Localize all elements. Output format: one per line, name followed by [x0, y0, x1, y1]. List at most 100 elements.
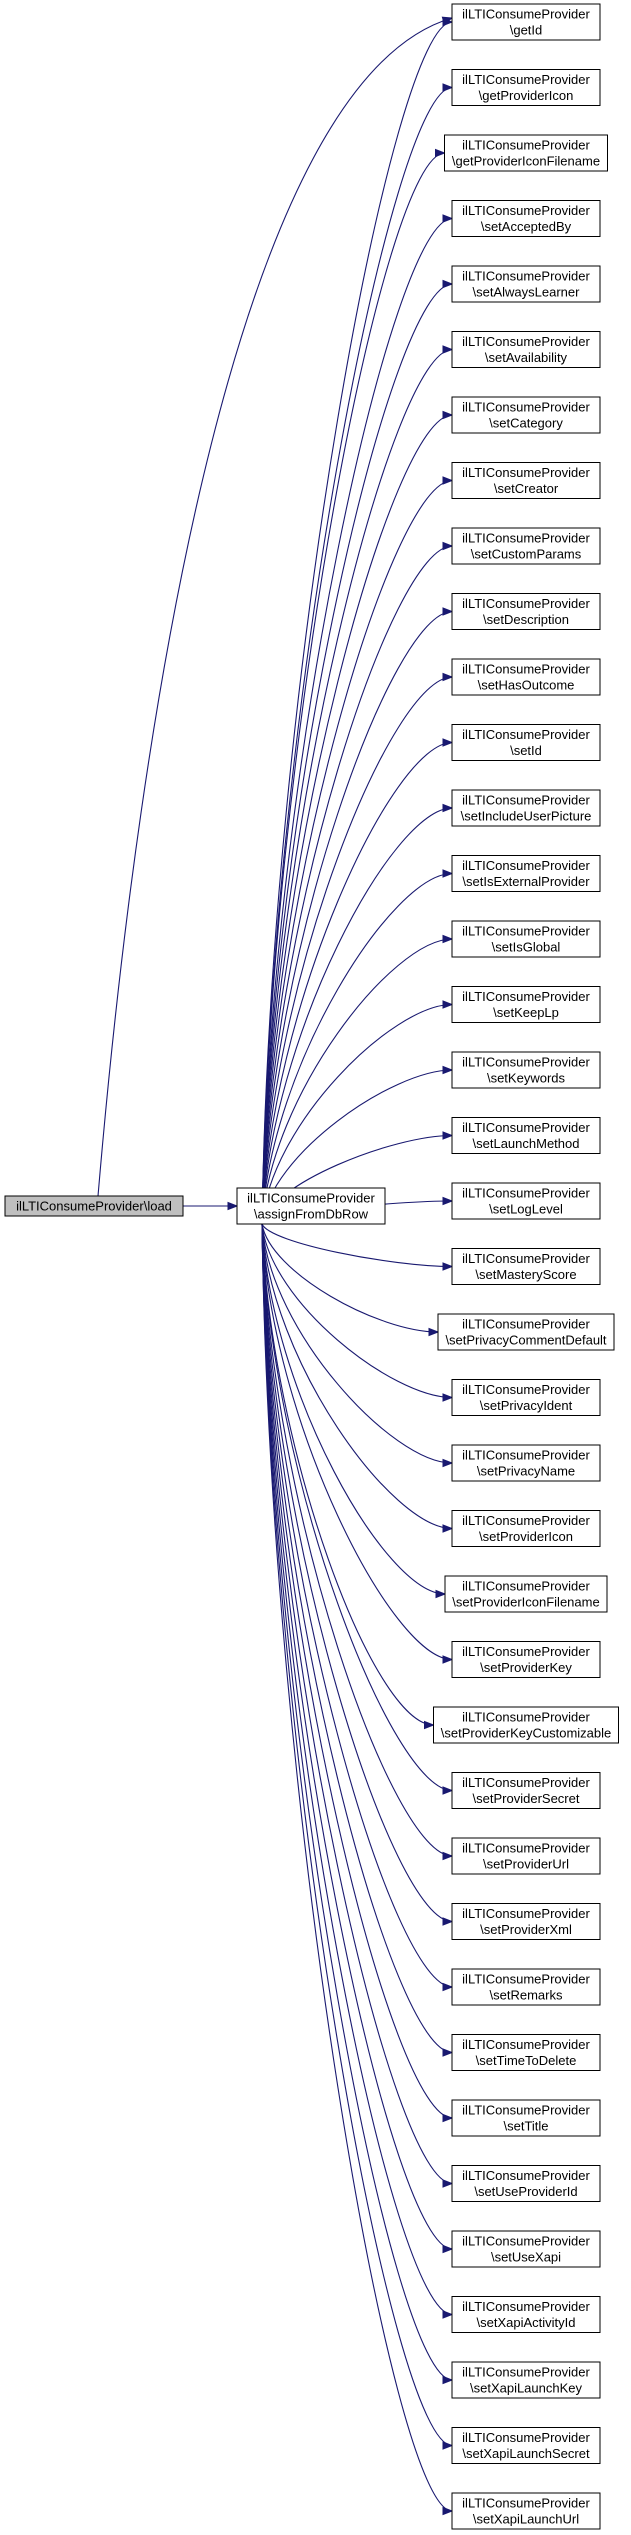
node-get-provider-icon-filename[interactable]: ilLTIConsumeProvider\getProviderIconFile…	[444, 134, 608, 172]
node-set-keywords[interactable]: ilLTIConsumeProvider\setKeywords	[451, 1051, 601, 1089]
node-set-use-provider-id-label-line-2: \setUseProviderId	[474, 2184, 577, 2199]
node-get-id-label-line-1: ilLTIConsumeProvider	[462, 7, 590, 22]
node-set-xapi-launch-secret[interactable]: ilLTIConsumeProvider\setXapiLaunchSecret	[451, 2427, 601, 2464]
edge-assign-from-db-row-to-get-id-arrowhead	[442, 17, 454, 27]
edge-assign-from-db-row-to-set-is-external-provider	[261, 869, 454, 1225]
node-set-xapi-launch-url-box	[451, 2492, 601, 2530]
node-set-provider-key-customizable[interactable]: ilLTIConsumeProvider\setProviderKeyCusto…	[433, 1706, 619, 1744]
node-set-accepted-by[interactable]: ilLTIConsumeProvider\setAcceptedBy	[451, 200, 601, 237]
node-set-id[interactable]: ilLTIConsumeProvider\setId	[451, 724, 601, 761]
edge-assign-from-db-row-to-set-xapi-launch-secret	[261, 1223, 454, 2450]
node-set-category[interactable]: ilLTIConsumeProvider\setCategory	[451, 396, 601, 434]
edge-assign-from-db-row-to-set-privacy-ident-line	[261, 1223, 453, 1399]
node-set-provider-key[interactable]: ilLTIConsumeProvider\setProviderKey	[451, 1641, 601, 1678]
node-get-provider-icon[interactable]: ilLTIConsumeProvider\getProviderIcon	[451, 69, 601, 106]
edge-assign-from-db-row-to-set-id	[261, 738, 454, 1225]
node-set-use-xapi-label-line-2: \setUseXapi	[491, 2250, 561, 2265]
node-set-provider-secret[interactable]: ilLTIConsumeProvider\setProviderSecret	[451, 1772, 601, 1809]
node-set-provider-xml-box	[451, 1903, 601, 1940]
node-set-provider-url-label-line-1: ilLTIConsumeProvider	[462, 1841, 590, 1856]
node-set-launch-method-label-line-1: ilLTIConsumeProvider	[462, 1120, 590, 1135]
edge-assign-from-db-row-to-set-provider-secret-line	[261, 1223, 453, 1792]
node-load-label-line-1: ilLTIConsumeProvider\load	[16, 1199, 172, 1214]
edge-assign-from-db-row-to-set-provider-key-arrowhead	[442, 1655, 454, 1664]
node-set-xapi-launch-secret-label-line-2: \setXapiLaunchSecret	[462, 2446, 590, 2461]
node-set-include-user-picture[interactable]: ilLTIConsumeProvider\setIncludeUserPictu…	[451, 789, 601, 827]
node-set-privacy-comment-default[interactable]: ilLTIConsumeProvider\setPrivacyCommentDe…	[437, 1313, 615, 1351]
node-set-provider-key-customizable-label-line-2: \setProviderKeyCustomizable	[441, 1726, 612, 1741]
edge-assign-from-db-row-to-get-id	[261, 17, 454, 1225]
edge-assign-from-db-row-to-set-provider-key-line	[261, 1223, 453, 1661]
edge-assign-from-db-row-to-set-xapi-activity-id-line	[261, 1223, 453, 2316]
node-set-provider-key-box	[451, 1641, 601, 1678]
node-set-provider-icon-filename[interactable]: ilLTIConsumeProvider\setProviderIconFile…	[444, 1575, 608, 1613]
edge-assign-from-db-row-to-set-use-xapi-line	[261, 1223, 453, 2250]
node-set-privacy-comment-default-label-line-2: \setPrivacyCommentDefault	[445, 1333, 606, 1348]
node-set-availability-label-line-1: ilLTIConsumeProvider	[462, 334, 590, 349]
edge-assign-from-db-row-to-set-provider-icon-filename-line	[261, 1223, 446, 1595]
node-set-remarks-box	[451, 1968, 601, 2006]
node-set-creator-label-line-1: ilLTIConsumeProvider	[462, 465, 590, 480]
edge-assign-from-db-row-to-set-remarks-line	[261, 1223, 453, 1988]
edge-assign-from-db-row-to-set-privacy-name-line	[261, 1223, 453, 1464]
edge-assign-from-db-row-to-set-custom-params	[261, 541, 454, 1225]
node-set-xapi-launch-secret-label-line-1: ilLTIConsumeProvider	[462, 2430, 590, 2445]
node-get-id-label-line-2: \getId	[510, 23, 543, 38]
edge-assign-from-db-row-to-get-provider-icon-arrowhead	[442, 83, 454, 92]
node-set-privacy-name[interactable]: ilLTIConsumeProvider\setPrivacyName	[451, 1444, 601, 1482]
edge-assign-from-db-row-to-set-category	[261, 410, 454, 1225]
edge-assign-from-db-row-to-set-provider-secret	[261, 1223, 454, 1795]
node-set-launch-method[interactable]: ilLTIConsumeProvider\setLaunchMethod	[451, 1117, 601, 1154]
node-set-provider-url[interactable]: ilLTIConsumeProvider\setProviderUrl	[451, 1837, 601, 1875]
node-set-title[interactable]: ilLTIConsumeProvider\setTitle	[451, 2099, 601, 2137]
edge-assign-from-db-row-to-set-use-provider-id-line	[261, 1223, 453, 2185]
edge-assign-from-db-row-to-set-xapi-launch-secret-line	[261, 1223, 453, 2447]
edge-assign-from-db-row-to-set-keywords-arrowhead	[442, 1065, 454, 1075]
edge-assign-from-db-row-to-set-privacy-comment-default	[261, 1223, 440, 1337]
node-set-is-global[interactable]: ilLTIConsumeProvider\setIsGlobal	[451, 920, 601, 958]
node-assign-from-db-row[interactable]: ilLTIConsumeProvider\assignFromDbRow	[236, 1187, 386, 1225]
node-set-provider-key-label-line-2: \setProviderKey	[480, 1660, 572, 1675]
edge-assign-from-db-row-to-set-category-line	[261, 414, 453, 1225]
node-set-use-xapi[interactable]: ilLTIConsumeProvider\setUseXapi	[451, 2230, 601, 2268]
node-set-has-outcome-label-line-1: ilLTIConsumeProvider	[462, 662, 590, 677]
node-set-provider-icon[interactable]: ilLTIConsumeProvider\setProviderIcon	[451, 1510, 601, 1547]
node-set-privacy-ident[interactable]: ilLTIConsumeProvider\setPrivacyIdent	[451, 1379, 601, 1416]
node-set-remarks[interactable]: ilLTIConsumeProvider\setRemarks	[451, 1968, 601, 2006]
node-set-category-box	[451, 396, 601, 434]
edges-layer	[97, 16, 454, 2516]
node-set-always-learner-box	[451, 265, 601, 303]
node-set-availability[interactable]: ilLTIConsumeProvider\setAvailability	[451, 331, 601, 368]
node-set-is-external-provider[interactable]: ilLTIConsumeProvider\setIsExternalProvid…	[451, 855, 601, 892]
node-set-time-to-delete[interactable]: ilLTIConsumeProvider\setTimeToDelete	[451, 2034, 601, 2071]
node-set-keep-lp-box	[451, 986, 601, 1023]
node-set-custom-params[interactable]: ilLTIConsumeProvider\setCustomParams	[451, 527, 601, 565]
node-set-launch-method-box	[451, 1117, 601, 1154]
node-set-mastery-score[interactable]: ilLTIConsumeProvider\setMasteryScore	[451, 1248, 601, 1285]
node-set-has-outcome[interactable]: ilLTIConsumeProvider\setHasOutcome	[451, 658, 601, 696]
node-set-remarks-label-line-1: ilLTIConsumeProvider	[462, 1972, 590, 1987]
node-set-xapi-activity-id[interactable]: ilLTIConsumeProvider\setXapiActivityId	[451, 2296, 601, 2333]
node-set-xapi-launch-url[interactable]: ilLTIConsumeProvider\setXapiLaunchUrl	[451, 2492, 601, 2530]
node-set-log-level[interactable]: ilLTIConsumeProvider\setLogLevel	[451, 1182, 601, 1220]
node-set-title-box	[451, 2099, 601, 2137]
edge-assign-from-db-row-to-set-privacy-ident	[261, 1223, 454, 1402]
node-set-xapi-launch-key[interactable]: ilLTIConsumeProvider\setXapiLaunchKey	[451, 2361, 601, 2399]
node-set-description[interactable]: ilLTIConsumeProvider\setDescription	[451, 593, 601, 630]
edge-assign-from-db-row-to-set-id-line	[261, 741, 453, 1225]
node-load[interactable]: ilLTIConsumeProvider\load	[4, 1195, 184, 1217]
edge-assign-from-db-row-to-set-id-arrowhead	[442, 738, 454, 747]
node-assign-from-db-row-label-line-2: \assignFromDbRow	[254, 1207, 369, 1222]
node-set-time-to-delete-label-line-2: \setTimeToDelete	[476, 2053, 577, 2068]
node-set-keywords-label-line-2: \setKeywords	[487, 1071, 566, 1086]
node-assign-from-db-row-label-line-1: ilLTIConsumeProvider	[247, 1191, 375, 1206]
node-get-provider-icon-filename-label-line-2: \getProviderIconFilename	[452, 154, 600, 169]
node-set-creator[interactable]: ilLTIConsumeProvider\setCreator	[451, 462, 601, 499]
node-get-provider-icon-filename-label-line-1: ilLTIConsumeProvider	[462, 138, 590, 153]
node-set-provider-xml[interactable]: ilLTIConsumeProvider\setProviderXml	[451, 1903, 601, 1940]
node-set-custom-params-label-line-1: ilLTIConsumeProvider	[462, 531, 590, 546]
node-set-keep-lp[interactable]: ilLTIConsumeProvider\setKeepLp	[451, 986, 601, 1023]
node-set-use-provider-id[interactable]: ilLTIConsumeProvider\setUseProviderId	[451, 2165, 601, 2202]
node-set-always-learner[interactable]: ilLTIConsumeProvider\setAlwaysLearner	[451, 265, 601, 303]
node-get-id[interactable]: ilLTIConsumeProvider\getId	[451, 3, 601, 41]
